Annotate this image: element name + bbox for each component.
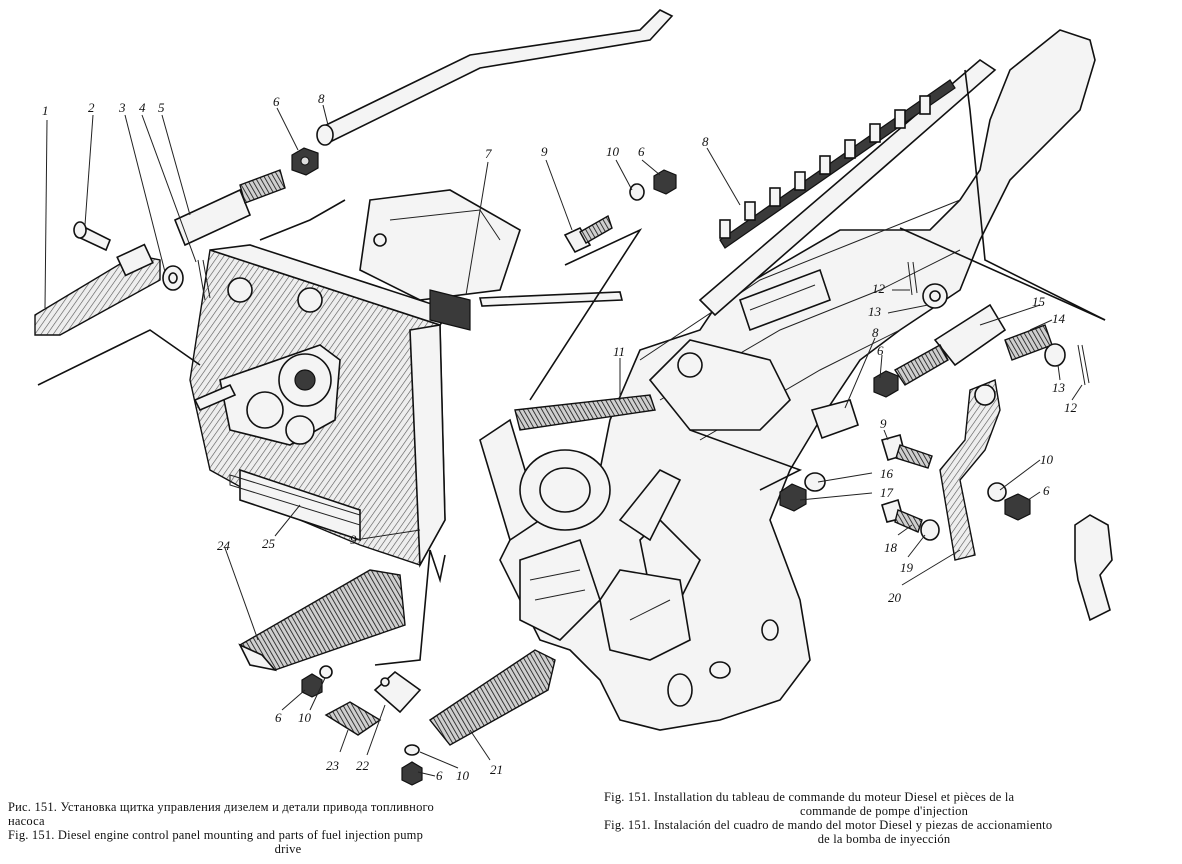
part-1-fork <box>34 243 161 336</box>
callout-6: 6 <box>275 710 282 725</box>
part-9-bolt-right <box>880 434 933 469</box>
control-unit <box>193 344 341 446</box>
callout-18: 18 <box>884 540 898 555</box>
callout-12: 12 <box>1064 400 1078 415</box>
part-6-nut-top <box>291 147 319 176</box>
callout-8: 8 <box>318 91 325 106</box>
callout-6: 6 <box>877 343 884 358</box>
callout-14: 14 <box>1052 311 1066 326</box>
callout-9: 9 <box>541 144 548 159</box>
callout-20: 20 <box>888 590 902 605</box>
part-6-nut-bottom <box>301 673 323 698</box>
part-10-washer-right <box>987 482 1007 502</box>
caption-es-line1: Fig. 151. Instalación del cuadro de mand… <box>604 818 1053 832</box>
callout-6: 6 <box>1043 483 1050 498</box>
callout-16: 16 <box>880 466 894 481</box>
part-2-pin <box>73 221 112 252</box>
part-23-pad <box>324 701 382 736</box>
callout-23: 23 <box>326 758 340 773</box>
part-24-pedal-cover <box>238 569 406 672</box>
callout-6: 6 <box>273 94 280 109</box>
caption-fr-line1: Fig. 151. Installation du tableau de com… <box>604 790 1015 804</box>
callout-6: 6 <box>436 768 443 783</box>
callout-labels: 1 2 3 4 5 6 8 7 9 10 6 8 11 12 13 15 14 … <box>42 91 1078 783</box>
part-13-washer <box>922 283 948 309</box>
callout-10: 10 <box>456 768 470 783</box>
callout-17: 17 <box>880 485 894 500</box>
callout-11: 11 <box>613 344 625 359</box>
engine-block <box>479 29 1096 731</box>
link-rod-11 <box>514 394 656 431</box>
caption-es-line2: de la bomba de inyección <box>817 832 951 846</box>
callout-1: 1 <box>42 103 49 118</box>
caption-ru-line2: насоса <box>8 814 45 828</box>
part-22-clamp <box>373 670 422 714</box>
injection-pump-rail <box>698 58 997 317</box>
part-6-nut-right-b <box>1004 493 1031 521</box>
part-4-washer <box>162 265 184 291</box>
callout-2: 2 <box>88 100 95 115</box>
callout-15: 15 <box>1032 294 1046 309</box>
callout-4: 4 <box>139 100 146 115</box>
callout-10: 10 <box>1040 452 1054 467</box>
knob <box>1074 514 1113 622</box>
caption-fr-line2: commande de pompe d'injection <box>799 804 969 818</box>
callout-13: 13 <box>1052 380 1066 395</box>
callout-9: 9 <box>350 532 357 547</box>
caption-ru-line1: Рис. 151. Установка щитка управления диз… <box>8 800 434 814</box>
callout-6: 6 <box>638 144 645 159</box>
part-15-clevis <box>893 303 1007 386</box>
part-9-bolt-top <box>563 214 613 254</box>
part-5-clevis <box>173 169 286 247</box>
caption-french-spanish: Fig. 151. Installation du tableau de com… <box>604 790 1164 846</box>
part-17-nut <box>779 483 807 512</box>
control-rod-lower <box>478 291 624 307</box>
part-10-washer-top <box>629 183 645 201</box>
callout-8: 8 <box>702 134 709 149</box>
caption-russian-english: Рис. 151. Установка щитка управления диз… <box>8 800 568 856</box>
part-6-nut-bottom-b <box>401 761 423 786</box>
callout-22: 22 <box>356 758 370 773</box>
part-12-cotter-pin-b <box>1077 344 1090 386</box>
part-6-nut-top-right <box>653 169 677 195</box>
assembly-lines <box>37 69 1106 777</box>
part-13-washer-b <box>1044 343 1066 367</box>
callout-3: 3 <box>118 100 126 115</box>
part-19-washer <box>920 519 940 541</box>
part-10-washer-bottom-b <box>404 744 420 756</box>
part-21-pedal <box>428 649 556 746</box>
part-12-cotter-pin <box>907 261 918 296</box>
part-6-nut-right <box>873 370 899 398</box>
caption-en-line2: drive <box>274 842 302 856</box>
callout-19: 19 <box>900 560 914 575</box>
callout-13: 13 <box>868 304 882 319</box>
caption-en-line1: Fig. 151. Diesel engine control panel mo… <box>8 828 424 842</box>
callout-25: 25 <box>262 536 276 551</box>
callout-10: 10 <box>298 710 312 725</box>
callout-10: 10 <box>606 144 620 159</box>
callout-12: 12 <box>872 281 886 296</box>
part-20-lever <box>939 379 1001 561</box>
part-18-bolt <box>881 498 923 533</box>
part-3-cotter-pin <box>197 259 211 301</box>
callout-24: 24 <box>217 538 231 553</box>
part-25-tray <box>229 474 361 526</box>
callout-7: 7 <box>485 146 492 161</box>
control-rod-upper <box>316 9 674 146</box>
part-10-washer-bottom <box>319 665 333 679</box>
callout-8: 8 <box>872 325 879 340</box>
callout-5: 5 <box>158 100 165 115</box>
part-8-sleeve-right <box>810 399 859 440</box>
part-16-washer <box>804 472 826 492</box>
callout-9: 9 <box>880 416 887 431</box>
callout-21: 21 <box>490 762 503 777</box>
